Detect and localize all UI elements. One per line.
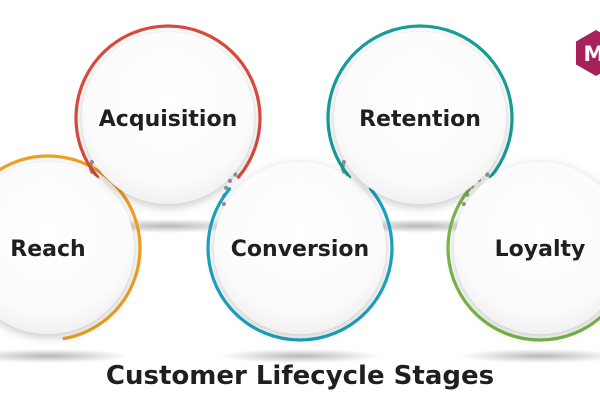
stage-arc-acquisition	[74, 24, 262, 179]
stage-circle-acquisition	[82, 32, 254, 204]
stage-label-conversion: Conversion	[231, 237, 369, 262]
stage-circle-conversion	[214, 162, 386, 334]
stage-circle-loyalty	[454, 162, 600, 334]
stage-arcs	[0, 24, 600, 342]
stage-arc-reach	[0, 154, 142, 341]
stage-node-acquisition: Acquisition	[82, 32, 254, 204]
stage-label-acquisition: Acquisition	[99, 107, 238, 132]
stage-node-reach: Reach	[0, 162, 134, 334]
stage-circle-retention	[334, 32, 506, 204]
connector-dot-4-1	[485, 172, 490, 177]
stage-label-loyalty: Loyalty	[495, 237, 586, 262]
connector-dot-2-1	[233, 172, 238, 177]
stage-arc-loyalty	[446, 187, 600, 342]
stage-label-reach: Reach	[10, 237, 85, 262]
connector-dot-2-3	[224, 185, 229, 190]
stage-arc-conversion	[206, 187, 394, 342]
logo-letter: M	[584, 42, 600, 66]
stage-circle-reach	[0, 162, 134, 334]
ground-shadow-conversion	[218, 349, 382, 363]
ground-shadow-reach	[0, 349, 130, 363]
stage-node-loyalty: Loyalty	[454, 162, 600, 334]
page-title: Customer Lifecycle Stages	[105, 361, 495, 391]
stage-arc-retention	[326, 24, 514, 179]
connector-dot-1-5	[89, 159, 94, 165]
stage-label-retention: Retention	[359, 107, 481, 132]
ground-shadow-loyalty	[458, 349, 600, 363]
connector-dot-4-5	[461, 201, 466, 207]
brand-logo-icon: M	[576, 30, 600, 76]
connector-dot-2-2	[227, 178, 233, 183]
stage-node-retention: Retention	[334, 32, 506, 204]
connector-dot-2-5	[221, 201, 226, 207]
connector-dot-3-5	[341, 159, 346, 165]
stage-node-conversion: Conversion	[214, 162, 386, 334]
